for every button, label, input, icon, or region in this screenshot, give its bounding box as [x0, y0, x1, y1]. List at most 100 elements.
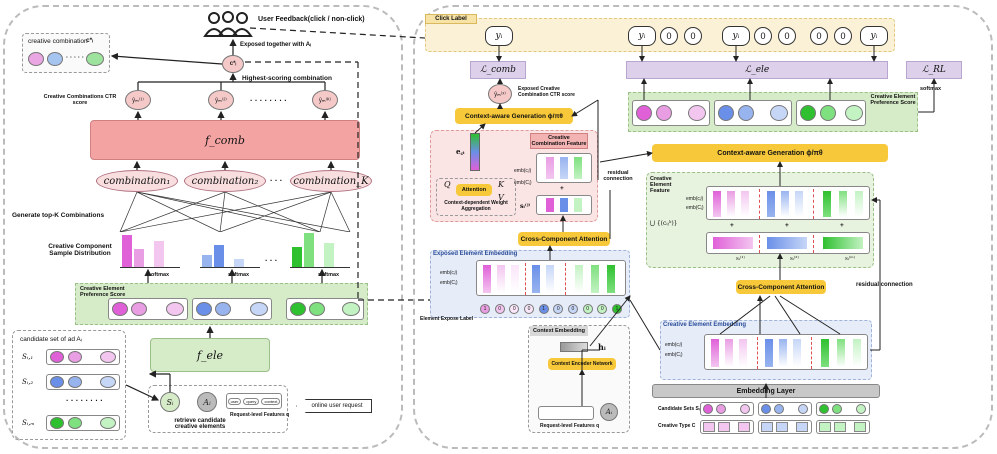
softmax-1: softmax — [148, 272, 170, 278]
ct2-c — [796, 422, 808, 432]
context-emb-tag: Context Embedding — [530, 326, 588, 336]
pref-chip-2a — [196, 302, 212, 316]
generate-topk-label: Generate top-K Combinations — [12, 212, 105, 219]
exp-emb-c: emb(cⱼʲ) — [440, 270, 458, 276]
exp-col-3 — [511, 265, 519, 293]
zero-5: 0 — [810, 27, 828, 45]
ef2-sep1 — [759, 235, 760, 253]
comb-feature-tag: Creative Combination Feature — [530, 133, 588, 149]
ef1-c6 — [795, 191, 803, 217]
s-im-label: sᵢ⁽ᵐ⁾ — [845, 256, 856, 262]
comb-plus: + — [560, 185, 564, 192]
combination-2: combination₂ — [184, 170, 266, 192]
user-feedback-label: User Feedback(click / non-click) — [258, 16, 365, 23]
ee-c4 — [765, 339, 773, 367]
ct2-b — [776, 422, 788, 432]
q-label: Q — [444, 180, 451, 189]
elem-feature-matrix-2 — [706, 232, 870, 254]
ctx-dep-label: Context-dependent Weight Aggregation — [444, 200, 508, 212]
ef1-c2 — [727, 191, 735, 217]
exposed-ctr-label: Exposed Creative Combination CTR score — [518, 86, 575, 98]
pref-r2-c — [770, 105, 788, 121]
ee-c1 — [711, 339, 719, 367]
comb-m2-col-1 — [546, 198, 554, 212]
set-row-2-chip-b — [68, 376, 82, 388]
comb-feature-matrix-1 — [536, 153, 592, 183]
comb-m1-col-2 — [560, 157, 568, 179]
distribution-2 — [200, 232, 260, 268]
set-rows-ellipsis: · · · · · · · · — [66, 396, 103, 405]
cross-comp-right: Cross-Component Attention — [736, 280, 826, 294]
exp-col-7 — [591, 265, 599, 293]
ctx-gen-right: Context-aware Generation ϕ/πθ — [652, 144, 888, 162]
distribution-1 — [120, 232, 180, 268]
cs3-c — [856, 404, 866, 414]
request-features-label: Request-level Features q — [230, 412, 290, 418]
ef2-c1 — [713, 237, 753, 249]
distm-bar-1 — [292, 247, 302, 267]
users-icon — [203, 11, 253, 37]
feature-chip-query: query — [243, 397, 260, 405]
creative-combination-symbol: c*ᵢ — [86, 37, 94, 44]
y-box-3: yᵢ — [860, 26, 888, 46]
ef2-c2 — [767, 237, 807, 249]
cs3-b — [832, 404, 842, 414]
dist1-bar-2 — [134, 249, 144, 267]
candidate-set-panel — [12, 330, 126, 440]
req-feature-box — [538, 406, 594, 420]
combination-k: combination_K — [290, 170, 372, 192]
combination-ellipsis: · · · — [270, 176, 283, 185]
pref-r3-b — [820, 105, 836, 121]
distm-bar-2 — [304, 233, 314, 267]
expose-bit-9: 0 — [597, 304, 608, 314]
f-ele-block: f_ele — [150, 338, 270, 372]
softmax-2: softmax — [228, 272, 250, 278]
set-row-1-chip-b — [68, 351, 82, 363]
ct1-c — [738, 422, 750, 432]
comb-m2-col-2 — [560, 198, 568, 212]
ctr-ellipsis: · · · · · · · · — [250, 96, 287, 105]
comb-m1-col-1 — [546, 157, 554, 179]
ef2-c3 — [823, 237, 863, 249]
set-row-m-label: Sᵢ,ₘ — [22, 419, 35, 427]
set-row-2-chip-a — [50, 376, 64, 388]
topk-connection-lines — [119, 192, 351, 232]
ai-node: Aᵢ — [197, 392, 217, 412]
candidate-sets-label: Candidate Sets Sᵢ — [658, 406, 700, 412]
expose-bit-2: 0 — [494, 304, 505, 314]
set-row-1-label: Sᵢ,₁ — [22, 353, 34, 361]
exp-col-2 — [497, 265, 505, 293]
ee-sep1 — [757, 337, 758, 369]
residual-label-1: residual connection — [603, 170, 633, 182]
elem-feature-matrix-1 — [706, 186, 870, 220]
sample-dist-label: Creative Component Sample Distribution — [48, 243, 112, 257]
pref-chip-2c — [250, 302, 268, 316]
f-comb-block: f_comb — [90, 120, 360, 160]
comb-m2-col-3 — [574, 198, 582, 212]
comb-feature-matrix-2 — [536, 195, 592, 215]
cs1-a — [703, 404, 713, 414]
elem-plus-2: + — [785, 222, 789, 229]
ee-c8 — [837, 339, 845, 367]
pref-r3-c — [845, 105, 863, 121]
right-panel — [413, 5, 993, 449]
pref-chip-1c — [166, 302, 184, 316]
feature-chip-user: user — [227, 397, 242, 405]
ee-emb-c: emb(cⱼʲ) — [665, 342, 683, 348]
element-pref-label: Creative Element Preference Score — [80, 286, 126, 298]
combo-chip-2 — [47, 52, 63, 66]
s-i1-label: sᵢ⁽¹⁾ — [736, 256, 745, 262]
ef1-c5 — [781, 191, 789, 217]
candidate-set-label: candidate set of ad Aᵢ — [20, 336, 82, 343]
attention-dashed — [436, 178, 516, 216]
exp-sep-1 — [525, 263, 526, 295]
c-star-node: c*ᵢ — [222, 55, 244, 73]
combo-ellipsis: · · · · · — [66, 54, 85, 61]
y-box-main: yᵢ — [485, 26, 513, 46]
exp-sep-2 — [565, 263, 566, 295]
ct2-a — [761, 422, 773, 432]
set-row-1-chip-a — [50, 351, 64, 363]
zero-2: 0 — [684, 27, 702, 45]
elem-emb-matrix — [704, 334, 868, 370]
